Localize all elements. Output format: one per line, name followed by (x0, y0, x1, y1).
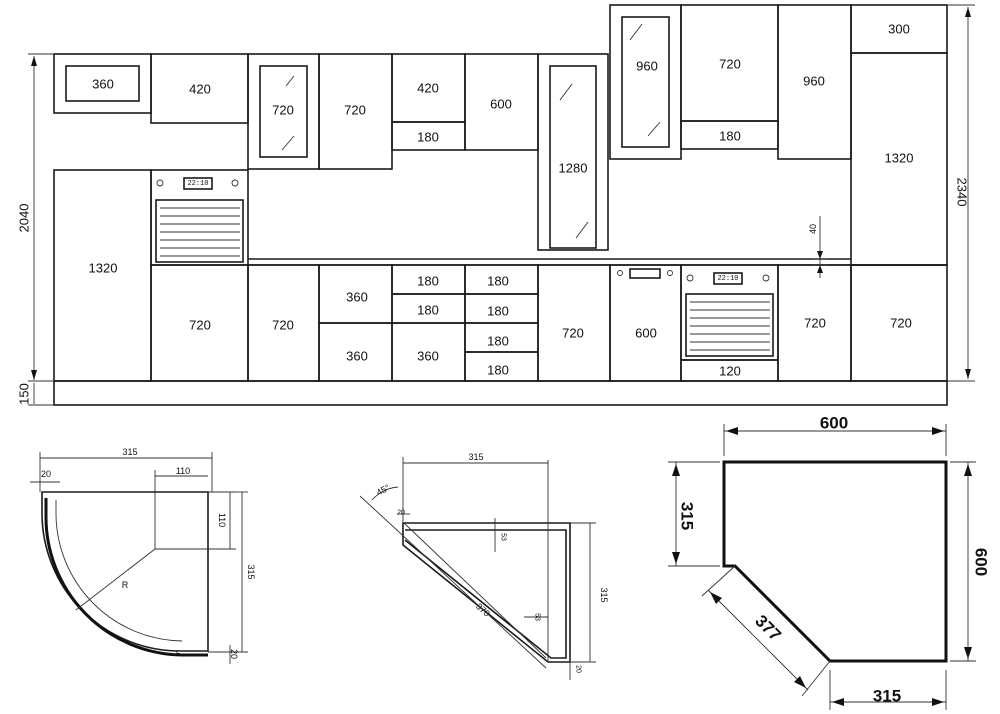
label-dim-2040: 2040 (17, 204, 32, 233)
label-base-180-f: 180 (487, 363, 509, 378)
label-tall-1320-right: 1320 (885, 151, 914, 166)
oven-left-display (183, 177, 213, 190)
oven-right-hatch (690, 301, 770, 351)
glass-hatch (629, 23, 643, 41)
label-base-720-a: 720 (189, 318, 211, 333)
knob-icon (156, 179, 164, 187)
label-upper-960-b: 960 (803, 74, 825, 89)
detail-curved-corner: R F 315 110 20 110 315 20 (30, 447, 256, 664)
dishwasher-600 (609, 264, 682, 382)
oven-right-display-text: 22:10 (717, 275, 738, 283)
label-upper-420: 420 (189, 82, 211, 97)
label-base-360-b: 360 (346, 349, 368, 364)
label-tall-1320-left: 1320 (89, 261, 118, 276)
dishwasher-panel (629, 268, 661, 279)
label-base-360-a: 360 (346, 290, 368, 305)
label-mid-53b: 53 (534, 613, 541, 621)
oven-left-window (155, 199, 244, 263)
base-cabinet-720-c (537, 264, 611, 382)
detail-worktop-corner: 600 315 600 377 315 (668, 414, 991, 710)
label-mid-315-side: 315 (599, 587, 609, 602)
label-left-110-top: 110 (176, 466, 190, 476)
label-radius: R (122, 580, 129, 590)
oven-right-window (685, 293, 774, 357)
label-mid-20-top: 20 (397, 510, 405, 517)
label-right-315-bottom: 315 (873, 687, 901, 706)
label-base-720-e: 720 (890, 316, 912, 331)
label-left-315-side: 315 (246, 564, 256, 579)
wall-cabinet-1280 (537, 53, 609, 251)
knob-icon (686, 274, 694, 282)
label-left-20-top: 20 (41, 469, 51, 479)
label-base-360-c: 360 (417, 349, 439, 364)
label-upper-180-b: 180 (719, 129, 741, 144)
label-mid-315-top: 315 (468, 452, 483, 462)
label-upper-960-a: 960 (636, 59, 658, 74)
label-left-20-bottom: 20 (229, 649, 239, 659)
label-base-180-c: 180 (487, 274, 509, 289)
label-base-720-d: 720 (804, 316, 826, 331)
label-upper-360: 360 (92, 77, 114, 92)
label-upper-720-b: 720 (344, 103, 366, 118)
label-base-180-a: 180 (417, 274, 439, 289)
knob-icon (762, 274, 770, 282)
label-right-315-left: 315 (678, 502, 697, 530)
glass-hatch (285, 75, 295, 87)
plinth-strip (53, 380, 948, 406)
label-dim-2340: 2340 (955, 178, 970, 207)
label-corner-f: F (176, 651, 180, 658)
oven-left-hatch (160, 207, 240, 257)
label-upper-420-b: 420 (417, 81, 439, 96)
label-left-110-side: 110 (217, 513, 227, 527)
upper-cabinet-960-a (609, 4, 682, 160)
label-base-180-e: 180 (487, 334, 509, 349)
glass-hatch (559, 83, 573, 101)
label-mid-45: 45° (375, 482, 392, 497)
wall-cabinet-1280-glass (549, 65, 597, 249)
upper-cabinet-360-glass (65, 65, 140, 102)
base-cabinet-720-e (850, 264, 948, 382)
label-base-120: 120 (719, 364, 741, 379)
label-upper-600: 600 (490, 97, 512, 112)
label-base-180-d: 180 (487, 304, 509, 319)
glass-hatch (575, 221, 589, 239)
label-upper-300: 300 (888, 22, 910, 37)
label-dim-40: 40 (808, 224, 818, 234)
knob-icon (231, 179, 239, 187)
label-right-377: 377 (751, 611, 784, 644)
label-upper-720-c: 720 (719, 57, 741, 72)
kitchen-elevation: 360 420 720 720 420 180 600 1280 960 720… (17, 4, 975, 406)
oven-right-display (713, 272, 743, 285)
label-mid-53: 53 (500, 533, 507, 541)
dim-2040: 2040 (17, 53, 54, 382)
oven-left-display-text: 22:10 (187, 180, 208, 188)
detail-angled-corner: 315 45° 20 53 370 53 315 20 (359, 452, 609, 680)
dim-2340: 2340 (947, 4, 975, 382)
label-base-180-b: 180 (417, 303, 439, 318)
label-1280: 1280 (559, 161, 588, 176)
label-right-600-top: 600 (820, 414, 848, 433)
label-base-720-b: 720 (272, 318, 294, 333)
glass-hatch (647, 121, 661, 137)
label-upper-180: 180 (417, 130, 439, 145)
upper-cabinet-720-a-glass (259, 65, 308, 158)
dim-150: 150 (17, 383, 54, 406)
label-left-315-top: 315 (122, 447, 137, 457)
glass-hatch (281, 135, 295, 151)
label-dim-150: 150 (17, 383, 32, 405)
dim-40: 40 (808, 216, 828, 278)
label-dishwasher-600: 600 (635, 326, 657, 341)
tall-cabinet-1320-left (53, 169, 152, 382)
label-right-600-side: 600 (972, 548, 991, 576)
button-icon (617, 270, 623, 276)
label-mid-20-bottom: 20 (575, 665, 582, 673)
label-base-720-c: 720 (562, 326, 584, 341)
upper-cabinet-960-a-glass (621, 16, 670, 148)
label-upper-720-a: 720 (272, 103, 294, 118)
button-icon (667, 270, 673, 276)
